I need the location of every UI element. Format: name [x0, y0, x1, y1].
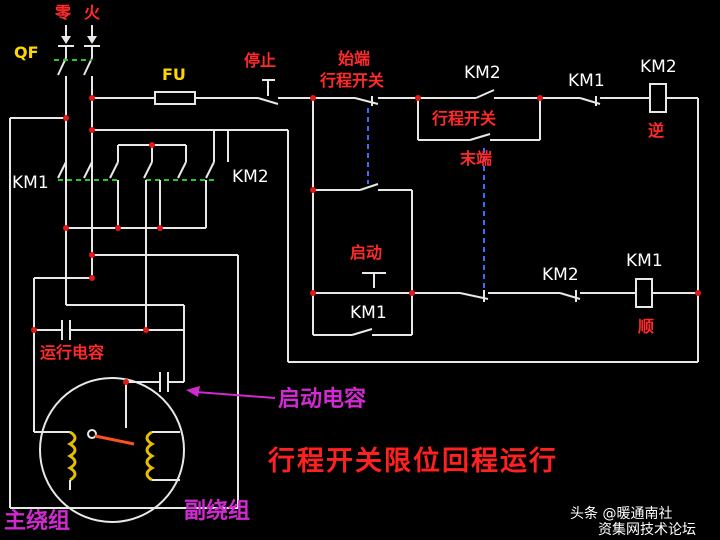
neutral-label: 零 [54, 3, 72, 22]
motor [34, 377, 185, 523]
start-label: 启动 [350, 243, 382, 262]
junctions [31, 95, 701, 385]
aux-winding-label: 副绕组 [184, 498, 250, 524]
main-winding-label: 主绕组 [4, 508, 70, 534]
km1-top-label: KM1 [568, 71, 605, 91]
watermark-line-2: 资集网技术论坛 [598, 521, 696, 538]
diagram-title: 行程开关限位回程运行 [267, 445, 558, 477]
start-branch [228, 98, 698, 363]
live-label: 火 [84, 3, 101, 22]
stop-label: 停止 [244, 51, 276, 70]
fu-label: FU [162, 65, 186, 84]
forward-label: 顺 [638, 317, 654, 336]
reverse-label: 逆 [648, 121, 664, 140]
km2-right-label: KM2 [232, 167, 269, 187]
qf-label: QF [14, 43, 39, 62]
qf-breaker [54, 25, 100, 278]
start-cap-label: 启动电容 [278, 386, 366, 412]
km1-coil-label: KM1 [626, 251, 663, 271]
km2-mid-label: KM2 [542, 265, 579, 285]
run-cap-label: 运行电容 [40, 343, 104, 362]
control-top-bus [92, 79, 699, 362]
start-cap-pointer [186, 386, 276, 399]
km2-top-label: KM2 [464, 63, 501, 83]
km1-hold-label: KM1 [350, 303, 387, 323]
end-label: 末端 [460, 149, 492, 168]
km1-left-label: KM1 [12, 173, 49, 193]
contactor-block [9, 117, 239, 509]
start-limit-label-2: 行程开关 [319, 71, 384, 90]
km2-coil-label: KM2 [640, 57, 677, 77]
start-limit-label-1: 始端 [338, 49, 370, 68]
end-switch-label: 行程开关 [431, 109, 496, 128]
watermark-line-1: 头条 @暖通南社 [570, 505, 672, 522]
end-limit-branch [417, 98, 541, 141]
